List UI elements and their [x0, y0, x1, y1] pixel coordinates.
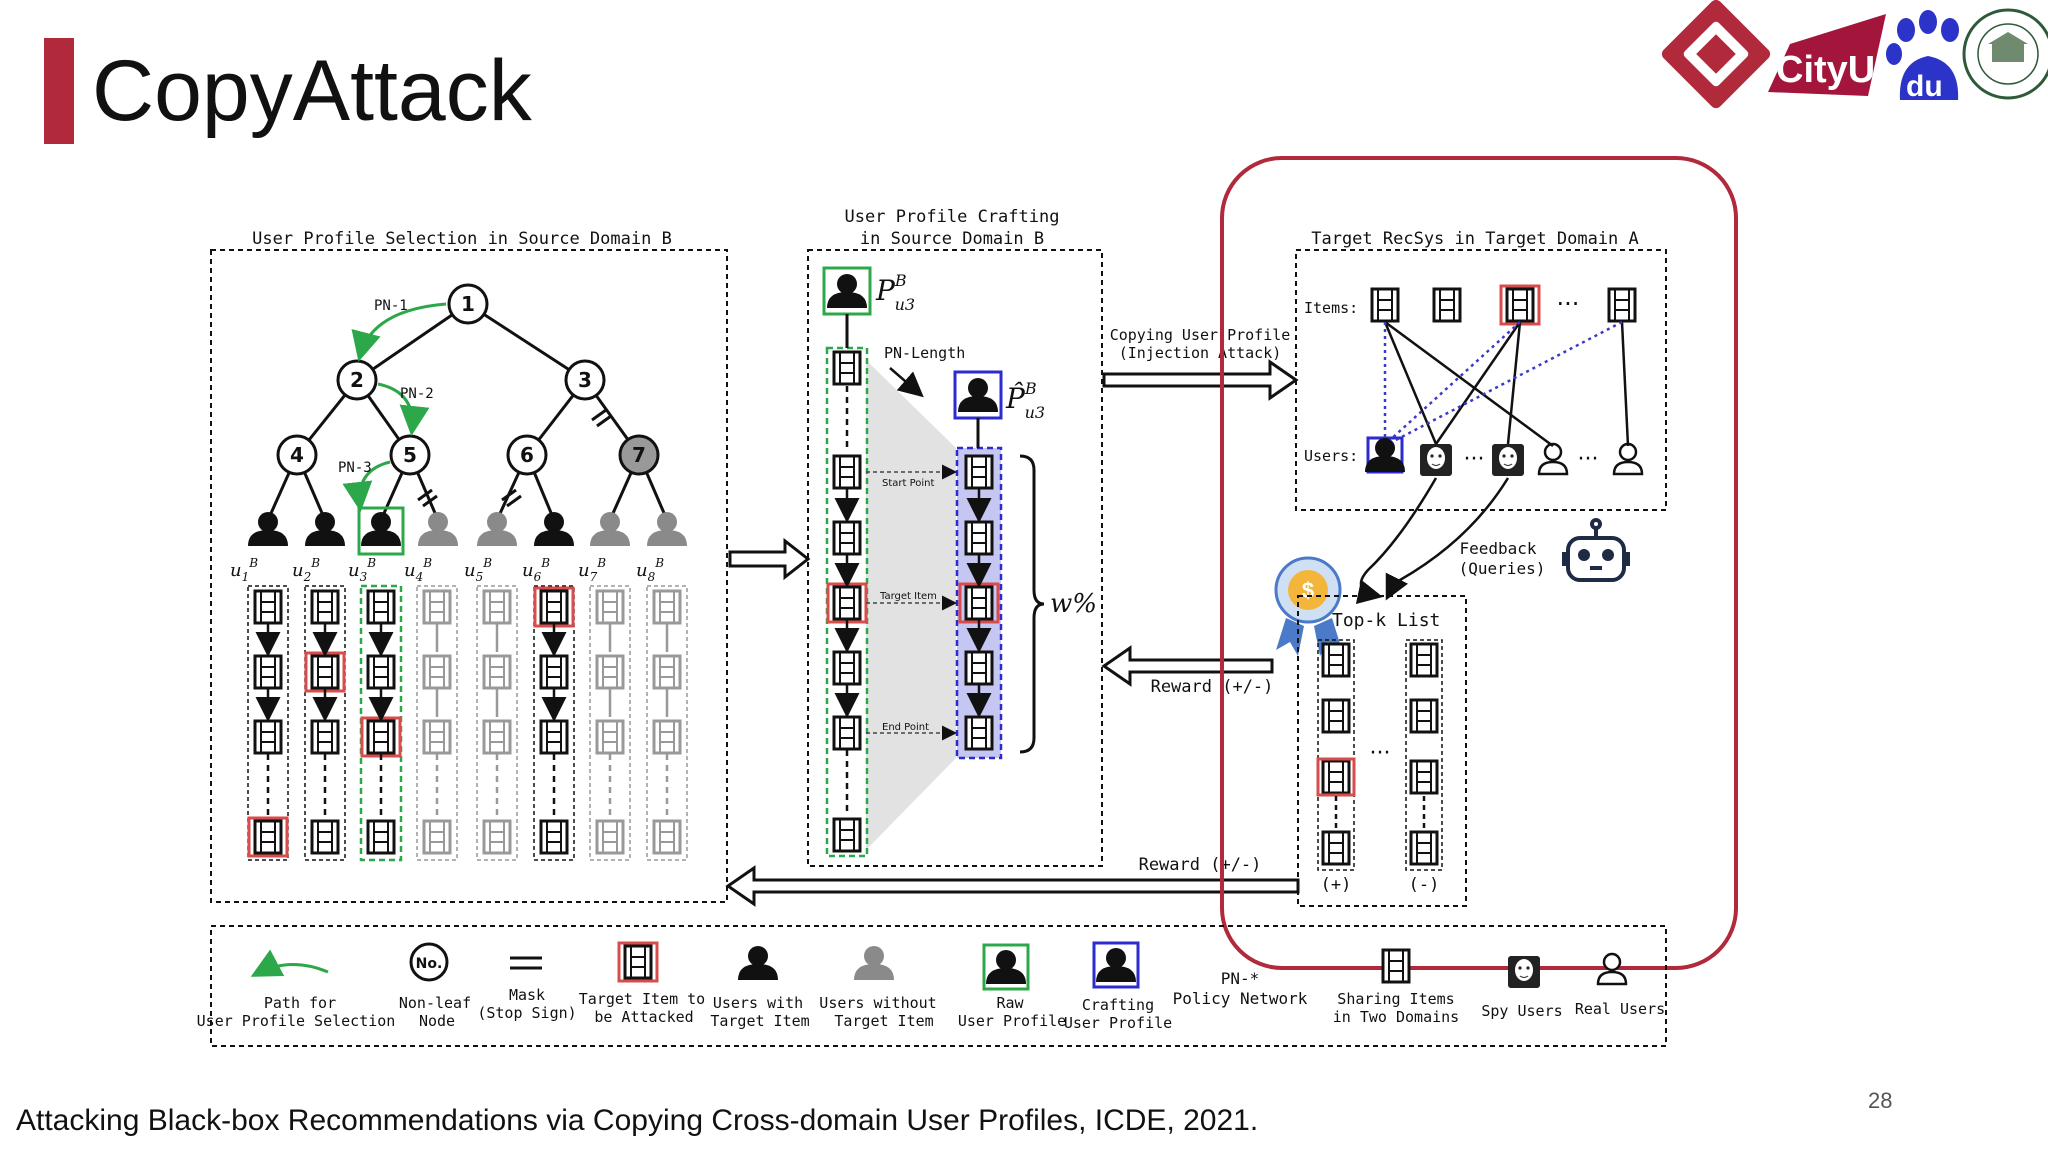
- svg-text:Users:: Users:: [1304, 447, 1358, 465]
- target-panel: Target RecSys in Target Domain A Items: …: [1274, 229, 1667, 907]
- node-2: 2: [350, 368, 364, 392]
- institution-logos: CityU du: [1661, 0, 2048, 109]
- svg-text:(+): (+): [1321, 875, 1352, 895]
- svg-text:Target Item: Target Item: [879, 591, 937, 602]
- svg-text:···: ···: [1557, 290, 1580, 318]
- svg-text:u5B: u5B: [464, 556, 492, 584]
- robot-icon: [1562, 518, 1630, 582]
- svg-text:u6B: u6B: [522, 556, 550, 584]
- michigan-state-seal: [1962, 8, 2048, 100]
- svg-text:Sharing Items: Sharing Items: [1337, 990, 1454, 1008]
- svg-text:End Point: End Point: [882, 722, 929, 733]
- svg-text:(Stop Sign): (Stop Sign): [477, 1004, 576, 1022]
- svg-text:Crafting: Crafting: [1082, 996, 1154, 1014]
- node-4: 4: [290, 443, 304, 467]
- svg-text:PN-*: PN-*: [1221, 969, 1260, 988]
- copy-arrow: Copying User Profile (Injection Attack): [1102, 326, 1299, 401]
- svg-text:u3B: u3B: [348, 556, 376, 584]
- svg-text:u2B: u2B: [292, 556, 320, 584]
- svg-text:Copying User Profile: Copying User Profile: [1110, 326, 1291, 344]
- svg-text:User Profile Selection: User Profile Selection: [197, 1012, 396, 1030]
- svg-text:$: $: [1302, 578, 1314, 603]
- svg-text:User Profile: User Profile: [1064, 1014, 1172, 1032]
- svg-text:Start Point: Start Point: [882, 478, 935, 489]
- svg-text:Reward (+/-): Reward (+/-): [1151, 677, 1274, 697]
- svg-text:Raw: Raw: [996, 994, 1024, 1012]
- svg-text:Feedback: Feedback: [1459, 539, 1536, 558]
- svg-text:Items:: Items:: [1304, 299, 1358, 317]
- slide-title: CopyAttack: [92, 43, 532, 139]
- svg-text:(Injection Attack): (Injection Attack): [1119, 344, 1282, 362]
- svg-text:Reward (+/-): Reward (+/-): [1139, 855, 1262, 875]
- svg-text:u1B: u1B: [230, 556, 258, 584]
- svg-text:User Profile: User Profile: [958, 1012, 1066, 1030]
- svg-text:···: ···: [1578, 447, 1599, 472]
- cityu-logo: CityU: [1768, 14, 1886, 96]
- node-3: 3: [578, 368, 592, 392]
- svg-text:No.: No.: [416, 956, 443, 972]
- reward-arrow-bottom: Reward (+/-): [725, 855, 1300, 907]
- page-number: 28: [1868, 1088, 1893, 1113]
- svg-text:Target Item: Target Item: [834, 1012, 933, 1030]
- reward-arrow-mid: Reward (+/-): [1101, 645, 1274, 697]
- user-row: [248, 506, 687, 556]
- svg-text:CityU: CityU: [1776, 49, 1875, 91]
- pn-1-label: PN-1: [374, 298, 408, 314]
- node-6: 6: [520, 443, 534, 467]
- svg-text:···: ···: [1370, 741, 1391, 766]
- node-1: 1: [461, 292, 475, 316]
- topk-list: Top-k List ··· (+) (-): [1297, 595, 1467, 907]
- selection-to-crafting-arrow: [728, 537, 811, 581]
- item-columns: [247, 584, 688, 862]
- award-ribbon-icon: $: [1274, 556, 1342, 656]
- svg-text:Top-k List: Top-k List: [1332, 610, 1440, 631]
- legend: Path for User Profile Selection No. Non-…: [197, 925, 1667, 1047]
- svg-text:u4B: u4B: [404, 556, 432, 584]
- svg-text:Target RecSys in Target Domain: Target RecSys in Target Domain A: [1311, 229, 1639, 249]
- svg-text:du: du: [1906, 70, 1943, 103]
- svg-text:User Profile Crafting: User Profile Crafting: [845, 207, 1060, 227]
- svg-text:in Source Domain B: in Source Domain B: [860, 229, 1044, 249]
- svg-text:u7B: u7B: [578, 556, 606, 584]
- svg-text:Users without: Users without: [819, 994, 936, 1012]
- pn-length-label: PN-Length: [884, 344, 965, 362]
- pn-3-label: PN-3: [338, 460, 372, 476]
- svg-text:(Queries): (Queries): [1459, 559, 1546, 578]
- polyu-logo: [1661, 0, 1771, 109]
- svg-text:Node: Node: [419, 1012, 455, 1030]
- svg-text:···: ···: [1464, 447, 1485, 472]
- svg-text:Users with: Users with: [713, 994, 803, 1012]
- svg-text:Spy Users: Spy Users: [1481, 1002, 1562, 1020]
- crafting-panel: User Profile Crafting in Source Domain B…: [807, 207, 1103, 867]
- pn-2-label: PN-2: [400, 386, 434, 402]
- selection-panel: User Profile Selection in Source Domain …: [210, 229, 728, 903]
- citation-footer: Attacking Black-box Recommendations via …: [16, 1104, 1259, 1137]
- svg-text:Target Item to: Target Item to: [579, 990, 705, 1008]
- svg-text:be Attacked: be Attacked: [594, 1008, 693, 1026]
- svg-text:Mask: Mask: [509, 986, 545, 1004]
- highlight-box: [1220, 156, 1738, 970]
- ratio-label: w%: [1050, 589, 1097, 619]
- svg-text:u8B: u8B: [636, 556, 664, 584]
- svg-text:in Two Domains: in Two Domains: [1333, 1008, 1459, 1026]
- svg-text:(-): (-): [1409, 875, 1440, 895]
- node-7: 7: [632, 443, 646, 467]
- baidu-logo: du: [1886, 10, 1959, 103]
- selection-title: User Profile Selection in Source Domain …: [252, 229, 672, 249]
- svg-text:Policy Network: Policy Network: [1173, 989, 1308, 1008]
- svg-text:Real Users: Real Users: [1575, 1000, 1665, 1018]
- node-5: 5: [403, 443, 417, 467]
- svg-text:Path for: Path for: [264, 994, 336, 1012]
- svg-text:Target Item: Target Item: [710, 1012, 809, 1030]
- title-accent-bar: [44, 38, 74, 144]
- user-labels: u1B u2B u3B u4B u5B u6B u7B u8B: [230, 556, 664, 584]
- svg-text:Non-leaf: Non-leaf: [399, 994, 471, 1012]
